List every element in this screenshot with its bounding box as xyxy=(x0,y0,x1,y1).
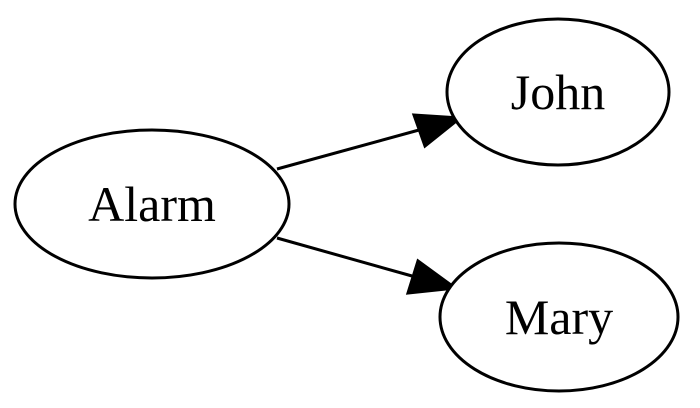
node-alarm-label: Alarm xyxy=(88,176,216,232)
node-mary-label: Mary xyxy=(505,289,613,345)
node-alarm-ellipse xyxy=(13,128,291,280)
node-mary-ellipse xyxy=(438,241,680,393)
node-mary: Mary xyxy=(438,241,680,393)
node-john-ellipse xyxy=(445,17,671,167)
edge-line-alarm-mary xyxy=(276,236,413,278)
arrowhead-john xyxy=(411,113,464,149)
node-john: John xyxy=(445,17,671,167)
edge-line-alarm-john xyxy=(276,128,420,171)
node-john-label: John xyxy=(511,64,605,120)
edge-alarm-to-john xyxy=(276,113,464,171)
edge-alarm-to-mary xyxy=(276,236,460,295)
arrowhead-mary xyxy=(405,258,460,295)
node-alarm: Alarm xyxy=(13,128,291,280)
